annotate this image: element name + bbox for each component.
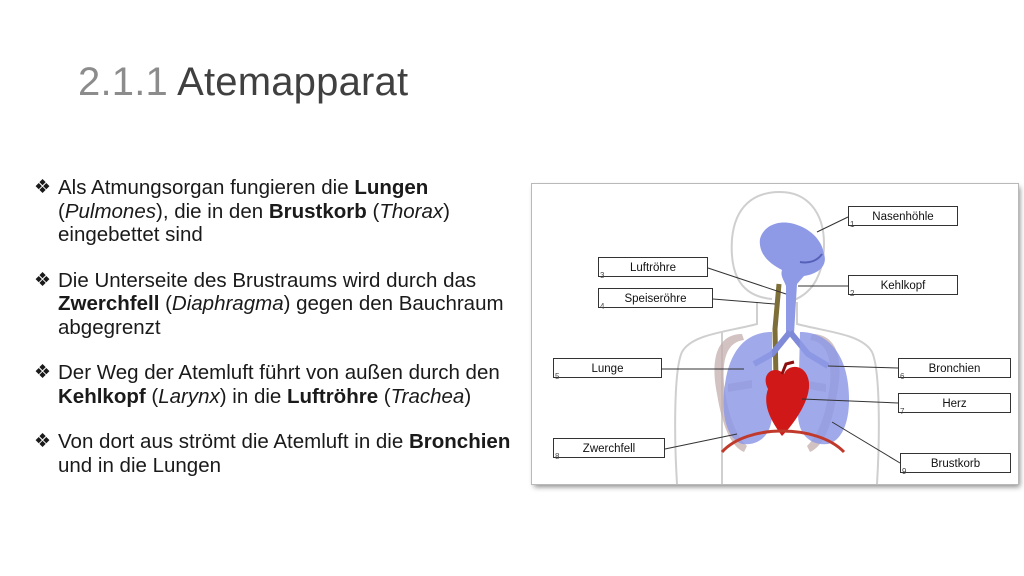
label-brustkorb: Brustkorb xyxy=(900,453,1011,473)
bullet-text: und in die Lungen xyxy=(58,453,222,477)
respiratory-diagram: Nasenhöhle 1 Kehlkopf 2 Luftröhre 3 Spei… xyxy=(532,184,1018,484)
bullet-text: Von dort aus strömt die Atemluft in die xyxy=(58,430,409,453)
label-speiseroehre: Speiseröhre xyxy=(598,288,713,308)
label-herz: Herz xyxy=(898,393,1011,413)
bullet-item: ❖ Von dort aus strömt die Atemluft in die… xyxy=(34,430,534,477)
label-lunge: Lunge xyxy=(553,358,662,378)
latin-term: Diaphragma xyxy=(171,292,284,315)
index-6: 6 xyxy=(900,372,905,381)
index-2: 2 xyxy=(850,289,855,298)
bold-term: Bronchien xyxy=(408,430,511,453)
bold-term: Luftröhre xyxy=(287,384,379,408)
bullet-text: ( xyxy=(145,384,159,408)
bullet-text: ) in die xyxy=(219,384,287,408)
label-bronchien: Bronchien xyxy=(898,358,1011,378)
latin-term: Thorax xyxy=(379,199,444,223)
bullet-diamond-icon: ❖ xyxy=(34,362,52,383)
index-3: 3 xyxy=(600,271,605,280)
bullet-text: ( xyxy=(58,199,65,223)
slide-title: 2.1.1 Atemapparat xyxy=(78,60,408,105)
bullet-diamond-icon: ❖ xyxy=(34,431,52,452)
index-7: 7 xyxy=(900,407,905,416)
index-5: 5 xyxy=(555,372,560,381)
bold-term: Lungen xyxy=(354,176,429,199)
bullet-text: Als Atmungsorgan fungieren die xyxy=(58,176,355,199)
title-text: Atemapparat xyxy=(177,60,409,104)
bold-term: Kehlkopf xyxy=(58,384,146,408)
label-kehlkopf: Kehlkopf xyxy=(848,275,958,295)
latin-term: Trachea xyxy=(390,384,465,408)
bullet-text: Die Unterseite des Brustraums wird durch… xyxy=(58,268,477,292)
bullet-text: ) xyxy=(464,384,472,408)
diagram-drawing xyxy=(662,190,901,484)
bullet-item: ❖ Als Atmungsorgan fungieren die Lungen (… xyxy=(34,176,534,247)
bullet-text: ( xyxy=(378,384,391,408)
bullet-item: ❖ Die Unterseite des Brustraums wird durc… xyxy=(34,269,534,340)
bullet-diamond-icon: ❖ xyxy=(34,177,52,198)
bullet-text: ( xyxy=(366,199,380,223)
bold-term: Zwerchfell xyxy=(58,292,160,315)
bullet-text: ) gegen den Bauchraum abgegrenzt xyxy=(58,292,504,339)
index-1: 1 xyxy=(850,220,855,229)
index-9: 9 xyxy=(902,467,907,476)
left-lung xyxy=(723,332,772,445)
bullet-diamond-icon: ❖ xyxy=(34,269,52,291)
label-zwerchfell: Zwerchfell xyxy=(553,438,665,458)
bullet-item: ❖ Der Weg der Atemluft führt von außen du… xyxy=(34,361,534,408)
nasal-cavity-airway xyxy=(759,222,825,334)
leader-lines xyxy=(662,216,901,464)
latin-term: Larynx xyxy=(158,384,220,408)
latin-term: Pulmones xyxy=(64,199,156,223)
title-number: 2.1.1 xyxy=(78,60,168,104)
bold-term: Brustkorb xyxy=(268,199,367,223)
bullet-text: ), die in den xyxy=(156,199,269,223)
heart xyxy=(765,366,810,436)
bullet-text: ( xyxy=(159,292,172,315)
index-4: 4 xyxy=(600,302,605,311)
right-lung xyxy=(798,332,850,445)
bullet-list: ❖ Als Atmungsorgan fungieren die Lungen (… xyxy=(34,176,534,499)
bullet-text: ) eingebettet sind xyxy=(58,199,450,247)
bullet-text: Der Weg der Atemluft führt von außen dur… xyxy=(58,361,500,384)
label-luftroehre: Luftröhre xyxy=(598,257,708,277)
esophagus xyxy=(772,283,782,380)
diaphragm xyxy=(720,429,846,454)
index-8: 8 xyxy=(555,452,560,461)
label-nasenhoehle: Nasenhöhle xyxy=(848,206,958,226)
